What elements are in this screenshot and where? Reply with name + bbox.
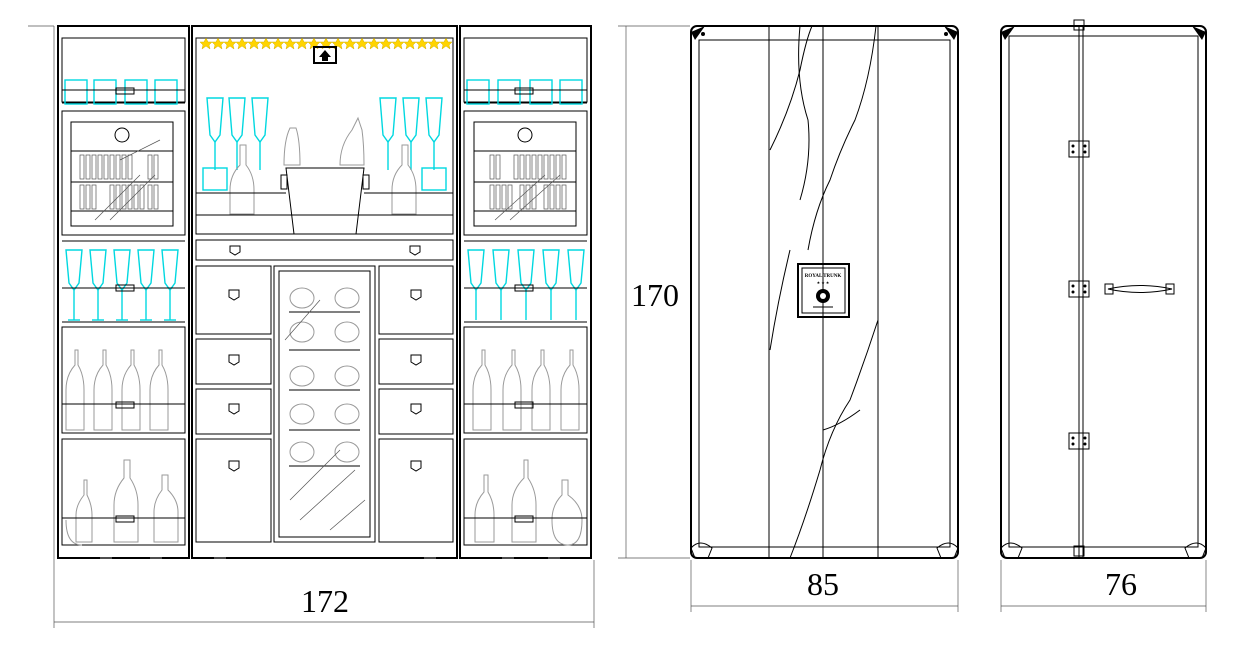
front-width-label: 85 — [807, 566, 839, 602]
flutes-center — [202, 97, 447, 191]
led-strip — [199, 37, 453, 50]
height-label: 170 — [631, 277, 679, 313]
drawer-handle-icon — [229, 245, 421, 256]
open-trunk-view: 172 — [28, 25, 595, 628]
trunk-handle-icon — [1104, 283, 1175, 295]
wine-cooler — [273, 265, 376, 543]
height-dimension: 170 — [618, 25, 690, 559]
humidor-gauge-icon — [114, 127, 130, 143]
center-bar-section — [191, 25, 458, 559]
closed-trunk-side-view: 76 — [1000, 19, 1207, 612]
left-wing-panel — [57, 25, 190, 559]
logo-plaque-icon — [313, 46, 337, 64]
brand-name: ROYAL TRUNK — [805, 274, 842, 279]
closed-trunk-front-view: ROYAL TRUNK ★ ★ ★ 85 — [690, 25, 959, 612]
logo-plaque-icon: ROYAL TRUNK ★ ★ ★ — [797, 263, 850, 318]
flutes-left — [65, 249, 179, 321]
spirit-bottles-left — [65, 459, 179, 546]
glass-tumblers-left-top — [64, 79, 178, 105]
wine-bottles-left — [65, 349, 169, 431]
brand-stars: ★ ★ ★ — [817, 280, 830, 285]
side-depth-label: 76 — [1105, 566, 1137, 602]
cigars-left — [79, 139, 161, 221]
open-width-label: 172 — [301, 583, 349, 619]
hinge-icon — [1068, 140, 1090, 450]
humidor-left — [61, 110, 186, 236]
right-wing-panel — [459, 25, 592, 559]
ice-bucket-icon — [280, 167, 370, 235]
champagne-bottles-center — [229, 116, 417, 215]
corner-guard-icon — [690, 26, 959, 559]
